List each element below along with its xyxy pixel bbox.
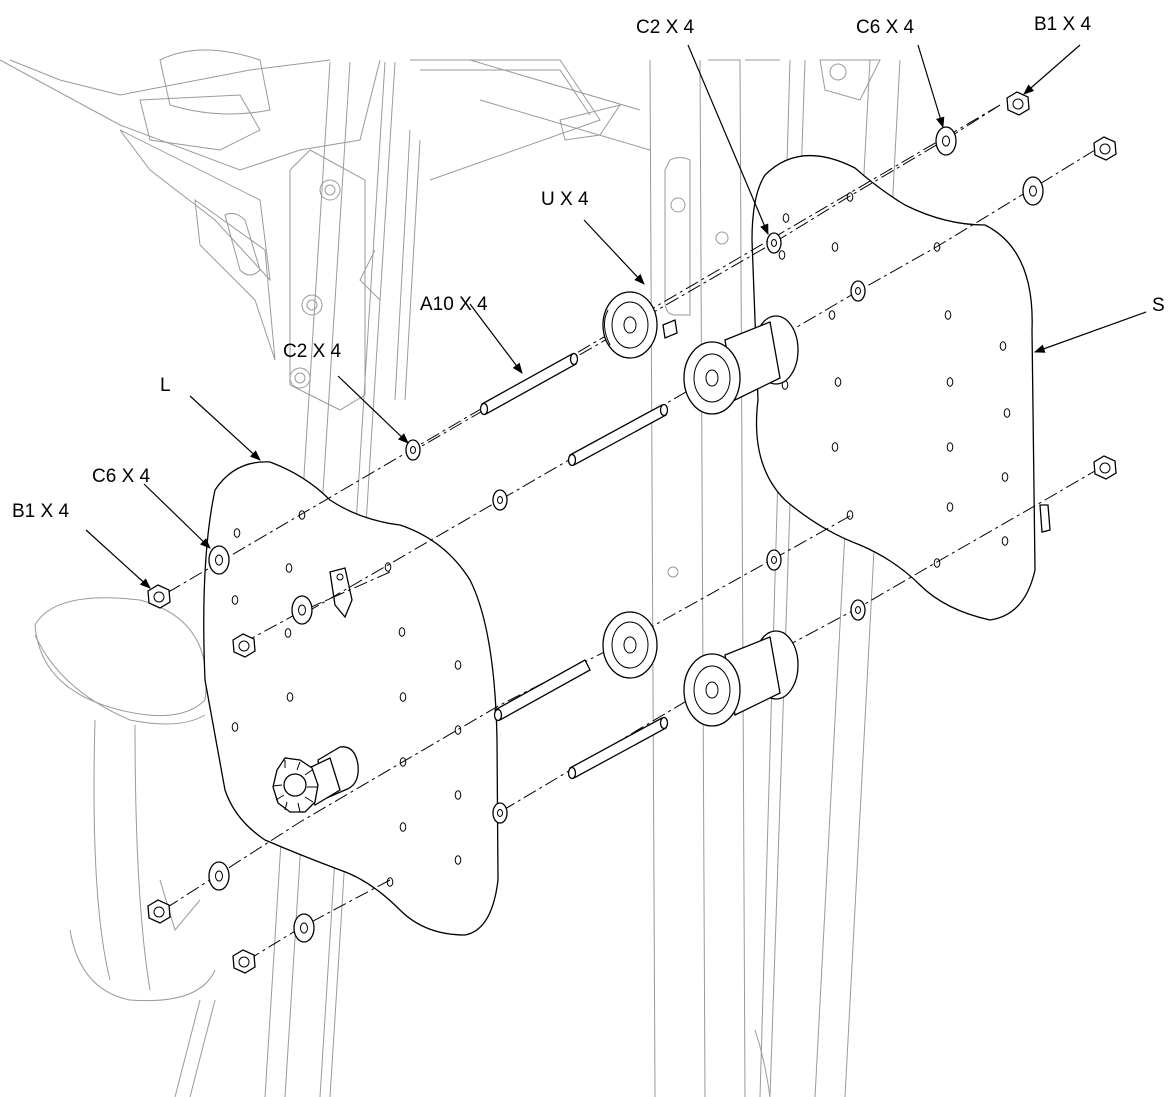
leaders (85, 44, 1147, 589)
nut-b1-left-1 (147, 584, 171, 609)
callout-c2-top: C2 X 4 (636, 17, 695, 38)
roller-lower (683, 630, 799, 727)
callout-b1-top: B1 X 4 (1034, 14, 1091, 35)
roller-upper (683, 315, 799, 415)
callout-c6-left: C6 X 4 (92, 466, 151, 487)
plate-s (751, 154, 1051, 621)
nut-b1-right-2 (1093, 455, 1117, 480)
callout-c2-left: C2 X 4 (283, 341, 342, 362)
spacer-a10-1 (479, 352, 579, 416)
spacer-a10-4 (567, 716, 669, 780)
nut-b1-left-4 (232, 949, 256, 974)
plate-l-holes (231, 510, 462, 887)
callout-b1-left: B1 X 4 (12, 501, 69, 522)
nut-b1-right-1 (1093, 136, 1117, 161)
nut-b1-left-3 (147, 899, 171, 924)
callout-c6-top: C6 X 4 (856, 17, 915, 38)
plate-s-holes (778, 192, 1011, 568)
callout-s: S (1152, 295, 1165, 316)
pulley-u-lower (602, 611, 658, 679)
nut-b1-left-2 (232, 633, 256, 658)
spacer-a10-2 (567, 403, 669, 467)
nut-b1-top (1006, 91, 1030, 116)
hardware (147, 91, 1117, 974)
plate-l (203, 461, 499, 936)
spacer-a10-3 (493, 659, 591, 722)
callout-a10: A10 X 4 (420, 294, 488, 315)
callout-u: U X 4 (541, 189, 589, 210)
callout-labels: C2 X 4 C6 X 4 B1 X 4 U X 4 S A10 X 4 C2 … (12, 14, 1165, 522)
callout-l: L (160, 375, 171, 396)
adjustment-knob (272, 746, 359, 813)
pulley-u-upper (602, 291, 658, 359)
